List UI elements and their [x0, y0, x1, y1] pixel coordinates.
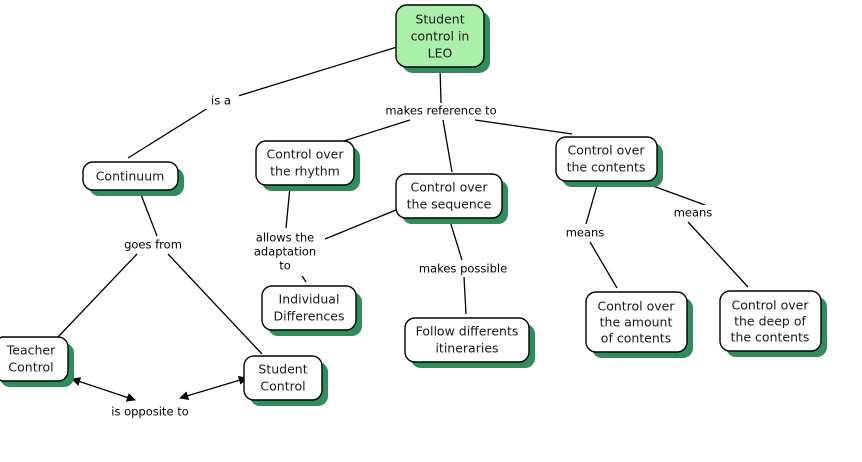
link-label-goes-from: goes from: [116, 237, 190, 253]
link-label-means-deep: means: [669, 205, 717, 221]
node-sequence-box[interactable]: [395, 173, 503, 219]
edge-teacher-control-arrow: [71, 377, 136, 402]
edge-sequence-to-makes-possible: [448, 217, 463, 261]
link-label-allows-the-adaptation-to: allows the adaptation to: [249, 230, 323, 276]
node-student-control-box[interactable]: [243, 355, 323, 401]
link-label-means-amount-text: means: [566, 226, 605, 240]
edge-student-control-arrow: [179, 375, 248, 401]
link-label-allows-adaptation-bg: [249, 230, 323, 276]
node-root-label: Student: [415, 12, 464, 27]
edge-means-to-amount-of-contents: [589, 241, 618, 289]
link-label-means-amount: means: [561, 225, 609, 241]
link-label-allows-adaptation-line1: allows the: [256, 231, 314, 245]
svg-text:the contents: the contents: [731, 330, 810, 345]
edge-is-a-to-continuum: [127, 107, 209, 159]
link-label-is-a: is a: [203, 93, 239, 109]
link-label-goes-from-text: goes from: [124, 238, 182, 252]
node-itineraries-box[interactable]: [404, 317, 530, 363]
node-continuum-label: Continuum: [96, 169, 165, 184]
link-label-is-opposite-to: is opposite to: [100, 404, 200, 420]
node-individual-differences-label: Individual: [279, 292, 340, 307]
link-label-makes-possible: makes possible: [415, 261, 511, 277]
link-label-is-a-bg: [203, 93, 239, 109]
link-label-allows-adaptation-line2: adaptation: [254, 245, 316, 259]
node-control-over-the-contents[interactable]: Control over the contents: [555, 136, 663, 187]
node-rhythm-box[interactable]: [255, 140, 355, 186]
edge-goes-from-to-teacher-control: [57, 253, 138, 338]
link-label-layer: is a makes reference to goes from allows…: [100, 93, 717, 420]
node-control-over-the-deep-of-the-contents[interactable]: Control over the deep of the contents: [719, 290, 827, 357]
svg-text:the contents: the contents: [567, 160, 646, 175]
edge-contents-to-means-amount: [585, 181, 599, 225]
node-individual-differences-box[interactable]: [261, 285, 357, 331]
svg-text:Differences: Differences: [274, 309, 345, 324]
edge-root-to-is-a: [237, 46, 398, 97]
link-label-makes-reference-to-bg: [383, 103, 499, 119]
svg-text:LEO: LEO: [428, 46, 453, 61]
node-individual-differences[interactable]: Individual Differences: [261, 285, 362, 336]
link-label-makes-possible-bg: [415, 261, 511, 277]
svg-text:Control: Control: [260, 379, 305, 394]
svg-text:the sequence: the sequence: [407, 197, 492, 212]
node-deep-of-contents-box[interactable]: [719, 290, 822, 352]
link-label-makes-reference-to: makes reference to: [383, 103, 499, 119]
node-rhythm-label: Control over: [266, 147, 344, 162]
node-root[interactable]: Student control in LEO: [395, 4, 490, 73]
edge-makes-possible-to-itineraries: [463, 276, 467, 315]
node-contents-box[interactable]: [555, 136, 658, 182]
link-label-means-deep-text: means: [674, 206, 713, 220]
link-label-makes-possible-text: makes possible: [419, 262, 507, 276]
edge-continuum-to-goes-from: [139, 191, 158, 237]
svg-text:itineraries: itineraries: [435, 341, 498, 356]
svg-text:of contents: of contents: [601, 331, 671, 346]
node-teacher-control-label: Teacher: [6, 343, 56, 358]
node-control-over-the-sequence[interactable]: Control over the sequence: [395, 173, 508, 224]
node-follow-differents-itineraries[interactable]: Follow differents itineraries: [404, 317, 535, 368]
node-deep-of-contents-label: Control over: [731, 298, 809, 313]
svg-text:the deep of: the deep of: [734, 314, 806, 329]
node-continuum[interactable]: Continuum: [82, 161, 184, 196]
link-label-is-opposite-to-bg: [100, 404, 200, 420]
node-teacher-control-box[interactable]: [0, 336, 69, 382]
node-root-box[interactable]: [395, 4, 485, 68]
node-amount-of-contents-box[interactable]: [585, 291, 688, 353]
svg-text:Control: Control: [8, 360, 53, 375]
node-control-over-the-rhythm[interactable]: Control over the rhythm: [255, 140, 360, 191]
edge-sequence-to-allows-adaptation: [324, 209, 397, 240]
edge-makes-reference-to-contents: [474, 119, 573, 135]
node-contents-label: Control over: [567, 143, 645, 158]
node-sequence-label: Control over: [410, 180, 488, 195]
node-teacher-control[interactable]: Teacher Control: [0, 336, 74, 387]
link-label-is-opposite-to-text: is opposite to: [111, 405, 189, 419]
node-amount-of-contents-label: Control over: [597, 299, 675, 314]
svg-text:control in: control in: [411, 29, 470, 44]
edge-means-to-deep-of-contents: [687, 221, 749, 288]
node-control-over-the-amount-of-contents[interactable]: Control over the amount of contents: [585, 291, 693, 358]
svg-text:the rhythm: the rhythm: [270, 164, 340, 179]
link-label-goes-from-bg: [116, 237, 190, 253]
node-student-control-label: Student: [258, 362, 307, 377]
link-label-allows-adaptation-line3: to: [279, 259, 291, 273]
node-layer: Student control in LEO Continuum Control…: [0, 4, 827, 406]
link-label-makes-reference-to-text: makes reference to: [385, 104, 496, 118]
link-label-means-deep-bg: [669, 205, 717, 221]
edge-goes-from-to-student-control: [167, 253, 263, 355]
edge-rhythm-to-allows-adaptation: [285, 186, 291, 229]
svg-text:the amount: the amount: [600, 315, 673, 330]
link-label-is-a-text: is a: [211, 94, 231, 108]
link-label-means-amount-bg: [561, 225, 609, 241]
node-itineraries-label: Follow differents: [416, 324, 519, 339]
edge-makes-reference-to-sequence: [442, 119, 453, 173]
edge-root-to-makes-reference-to: [439, 67, 442, 104]
node-continuum-box[interactable]: [82, 161, 179, 191]
node-student-control[interactable]: Student Control: [243, 355, 328, 406]
